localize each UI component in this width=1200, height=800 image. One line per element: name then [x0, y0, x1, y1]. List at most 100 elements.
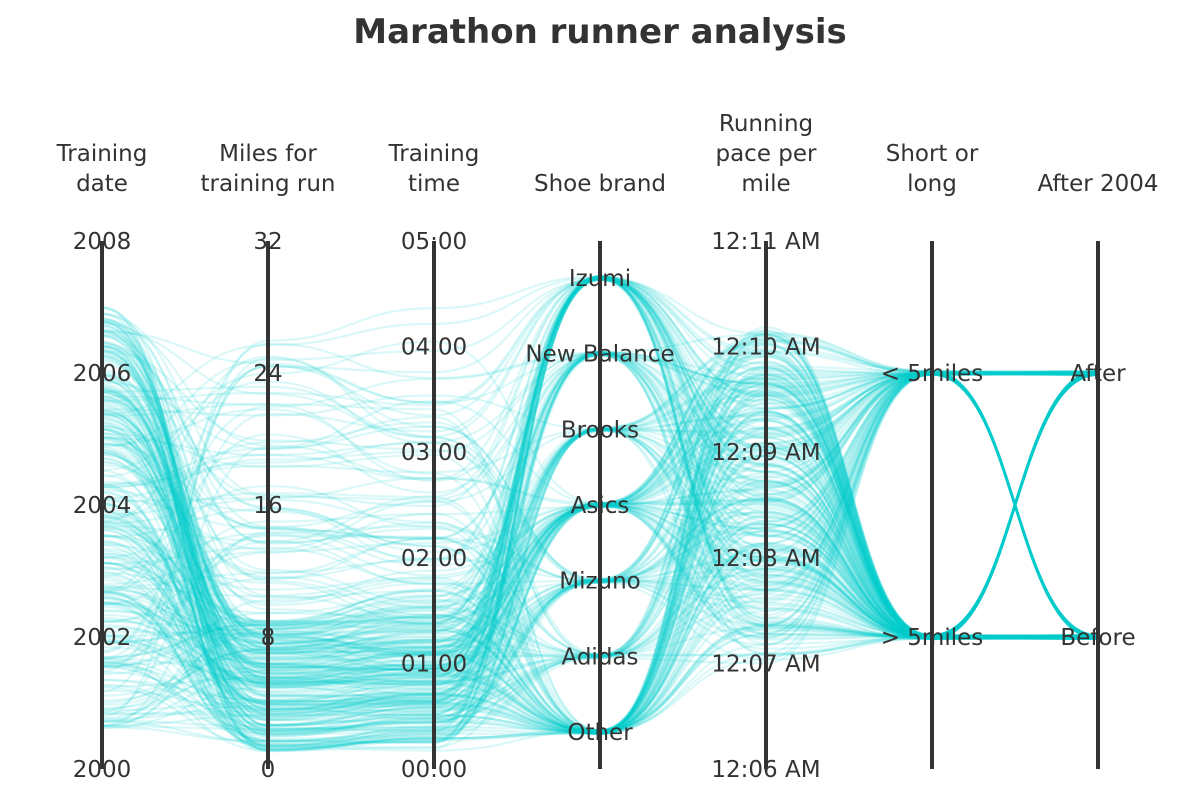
- data-line: [101, 427, 1099, 723]
- data-line: [101, 329, 1099, 683]
- data-line: [101, 275, 1099, 736]
- data-line: [101, 373, 1099, 734]
- data-line: [101, 329, 1099, 733]
- data-line: [101, 275, 1099, 718]
- data-line: [101, 349, 1099, 732]
- data-line: [101, 388, 1099, 653]
- data-line: [101, 427, 1099, 662]
- data-line: [101, 365, 1099, 671]
- data-line: [101, 312, 1099, 721]
- data-line: [101, 351, 1099, 734]
- data-line: [101, 326, 1099, 733]
- data-line: [101, 402, 1099, 710]
- data-line: [101, 370, 1099, 728]
- data-line: [101, 398, 1099, 665]
- category-label: Adidas: [562, 644, 639, 670]
- data-line: [101, 373, 1099, 664]
- data-line: [101, 350, 1099, 729]
- data-line: [101, 372, 1099, 659]
- data-line: [101, 351, 1099, 638]
- data-line: [101, 371, 1099, 684]
- data-line: [101, 350, 1099, 640]
- data-line: [101, 373, 1099, 731]
- axis-title: Shoe brand: [534, 171, 666, 197]
- tick-label: 12:09 AM: [711, 440, 820, 466]
- data-line: [101, 276, 1099, 640]
- data-line: [101, 275, 1099, 691]
- tick-label: 32: [253, 229, 282, 255]
- axis-title: mile: [741, 171, 790, 197]
- tick-label: 2002: [73, 625, 132, 651]
- data-line: [101, 373, 1099, 718]
- axis-title: Training: [56, 141, 148, 167]
- data-line: [101, 373, 1099, 734]
- axis-training_time[interactable]: Trainingtime00:0001:0002:0003:0004:0005:…: [388, 141, 480, 783]
- data-line: [101, 354, 1099, 721]
- data-line: [101, 504, 1099, 655]
- data-line: [101, 367, 1099, 641]
- data-line: [101, 278, 1099, 721]
- tick-label: 01:00: [401, 651, 467, 677]
- axis-title: time: [408, 171, 460, 197]
- data-line: [101, 478, 1099, 734]
- tick-label: 04:00: [401, 335, 467, 361]
- data-line: [101, 344, 1099, 716]
- axis-title: date: [76, 171, 128, 197]
- data-line: [101, 373, 1099, 751]
- data-line: [101, 502, 1099, 687]
- data-line: [101, 370, 1099, 734]
- data-line: [101, 373, 1099, 671]
- data-line: [101, 354, 1099, 654]
- data-line: [101, 320, 1099, 705]
- data-line: [101, 372, 1099, 738]
- data-line: [101, 534, 1099, 732]
- data-line: [101, 335, 1099, 656]
- data-line: [101, 329, 1099, 657]
- data-line: [101, 372, 1099, 732]
- data-line: [101, 334, 1099, 666]
- tick-label: 2008: [73, 229, 132, 255]
- data-line: [101, 370, 1099, 712]
- category-label: Before: [1060, 625, 1135, 651]
- data-line: [101, 371, 1099, 735]
- data-line: [101, 325, 1099, 713]
- data-line: [101, 372, 1099, 743]
- data-line: [101, 323, 1099, 690]
- data-line: [101, 343, 1099, 735]
- data-line: [101, 331, 1099, 735]
- category-label: Asics: [571, 493, 630, 519]
- data-line: [101, 371, 1099, 735]
- data-line: [101, 411, 1099, 648]
- tick-label: 02:00: [401, 546, 467, 572]
- data-line: [101, 275, 1099, 699]
- data-line: [101, 503, 1099, 638]
- data-line: [101, 276, 1099, 748]
- data-line: [101, 277, 1099, 688]
- category-label: After: [1070, 361, 1126, 387]
- data-line: [101, 319, 1099, 639]
- category-label: New Balance: [525, 342, 674, 368]
- data-line: [101, 339, 1099, 712]
- data-line: [101, 372, 1099, 736]
- tick-label: 2004: [73, 493, 132, 519]
- data-line: [101, 275, 1099, 684]
- data-line: [101, 372, 1099, 701]
- category-label: > 5miles: [881, 625, 984, 651]
- data-line: [101, 371, 1099, 737]
- data-line: [101, 373, 1099, 732]
- data-line: [101, 370, 1099, 733]
- data-line: [101, 372, 1099, 752]
- data-line: [101, 335, 1099, 726]
- data-line: [101, 357, 1099, 693]
- data-line: [101, 372, 1099, 734]
- tick-label: 03:00: [401, 440, 467, 466]
- axis-title: Miles for: [219, 141, 317, 167]
- axis-title: Short or: [886, 141, 979, 167]
- data-line: [101, 320, 1099, 716]
